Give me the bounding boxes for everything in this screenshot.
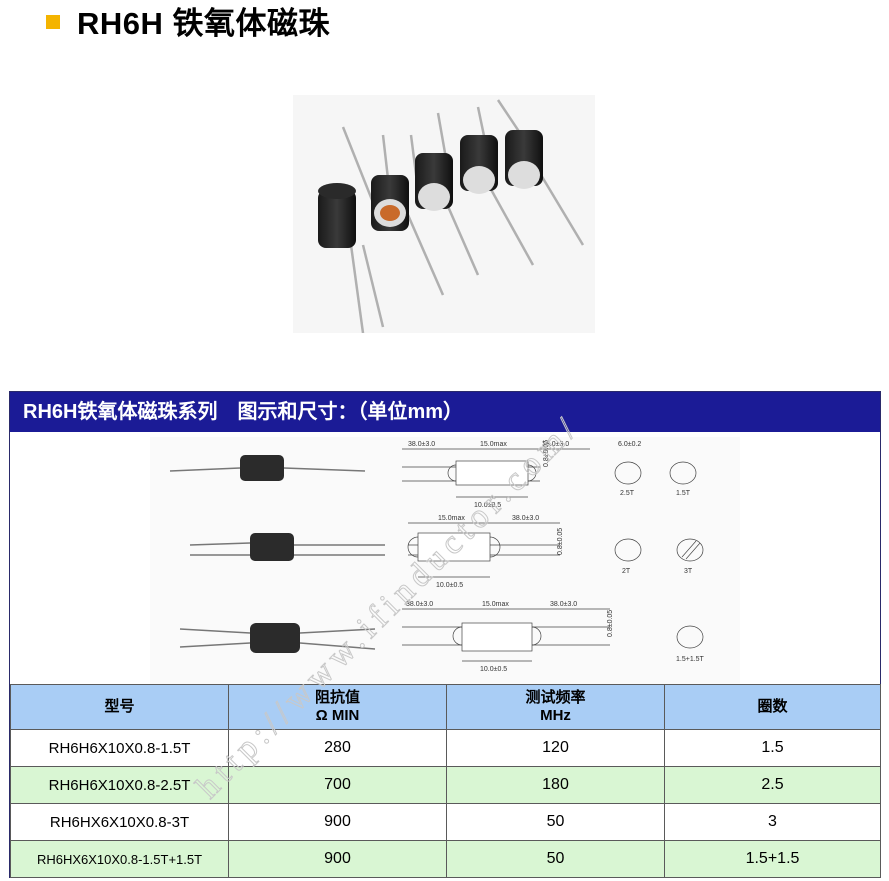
cell-frequency: 50	[446, 803, 665, 841]
cell-impedance: 900	[228, 840, 447, 878]
bead-photo-2	[189, 533, 385, 561]
page-title: RH6H 铁氧体磁珠	[77, 5, 331, 41]
label-d3-right: 38.0±3.0	[550, 601, 577, 608]
cell-frequency: 180	[446, 766, 665, 804]
cell-model: RH6HX6X10X0.8-3T	[10, 803, 229, 841]
cell-impedance: 280	[228, 729, 447, 767]
title-row: RH6H 铁氧体磁珠	[46, 0, 331, 41]
label-d2-endA: 2T	[622, 568, 631, 575]
cell-turns: 1.5+1.5	[664, 840, 881, 878]
cell-turns: 1.5	[664, 729, 881, 767]
dimension-drawing-3	[402, 608, 704, 662]
cell-model: RH6H6X10X0.8-2.5T	[10, 766, 229, 804]
label-d1-vert: 0.8±0.05	[543, 440, 550, 467]
dimension-drawing-2	[407, 522, 704, 578]
bead-photo-1	[169, 455, 366, 481]
dimension-drawings: 38.0±3.0 15.0max 38.0±3.0 10.0±0.5 6.0±0…	[150, 437, 740, 685]
label-d2-bottom: 10.0±0.5	[436, 582, 463, 589]
cell-model: RH6H6X10X0.8-1.5T	[10, 729, 229, 767]
label-d3-end: 1.5+1.5T	[676, 656, 705, 663]
label-d2-endB: 3T	[684, 568, 693, 575]
label-d2-vert: 0.8±0.05	[557, 528, 564, 555]
label-d1-width: 6.0±0.2	[618, 441, 641, 448]
cell-impedance: 700	[228, 766, 447, 804]
cell-frequency: 120	[446, 729, 665, 767]
bullet-square-icon	[46, 15, 60, 29]
cell-turns: 3	[664, 803, 881, 841]
table-row: RH6HX6X10X0.8-3T 900 50 3	[10, 803, 881, 841]
table-row: RH6HX6X10X0.8-1.5T+1.5T 900 50 1.5+1.5	[10, 840, 881, 878]
table-row: RH6H6X10X0.8-2.5T 700 180 2.5	[10, 766, 881, 804]
table-row: RH6H6X10X0.8-1.5T 280 120 1.5	[10, 729, 881, 767]
label-d3-mid: 15.0max	[482, 601, 509, 608]
label-d1-right: 38.0±3.0	[542, 441, 569, 448]
label-d2-right: 38.0±3.0	[512, 515, 539, 522]
label-d1-left: 38.0±3.0	[408, 441, 435, 448]
bead-photo-3	[179, 623, 376, 653]
cell-impedance: 900	[228, 803, 447, 841]
cell-turns: 2.5	[664, 766, 881, 804]
cell-frequency: 50	[446, 840, 665, 878]
label-d1-endA: 2.5T	[620, 490, 635, 497]
spec-panel: RH6H铁氧体磁珠系列 图示和尺寸：（单位mm） 38.0±3.0	[9, 391, 881, 878]
label-d1-mid: 15.0max	[480, 441, 507, 448]
label-d1-bottom: 10.0±0.5	[474, 502, 501, 509]
product-photo	[293, 95, 595, 333]
label-d3-bottom: 10.0±0.5	[480, 666, 507, 673]
header-turns: 圈数	[664, 684, 881, 730]
label-d3-left: 38.0±3.0	[406, 601, 433, 608]
header-model: 型号	[10, 684, 229, 730]
dimension-drawing-1	[402, 448, 697, 498]
label-d3-vert: 0.8±0.05	[607, 610, 614, 637]
cell-model: RH6HX6X10X0.8-1.5T+1.5T	[10, 840, 229, 878]
label-d1-endB: 1.5T	[676, 490, 691, 497]
section-heading: RH6H铁氧体磁珠系列 图示和尺寸：（单位mm）	[10, 392, 880, 432]
label-d2-mid: 15.0max	[438, 515, 465, 522]
